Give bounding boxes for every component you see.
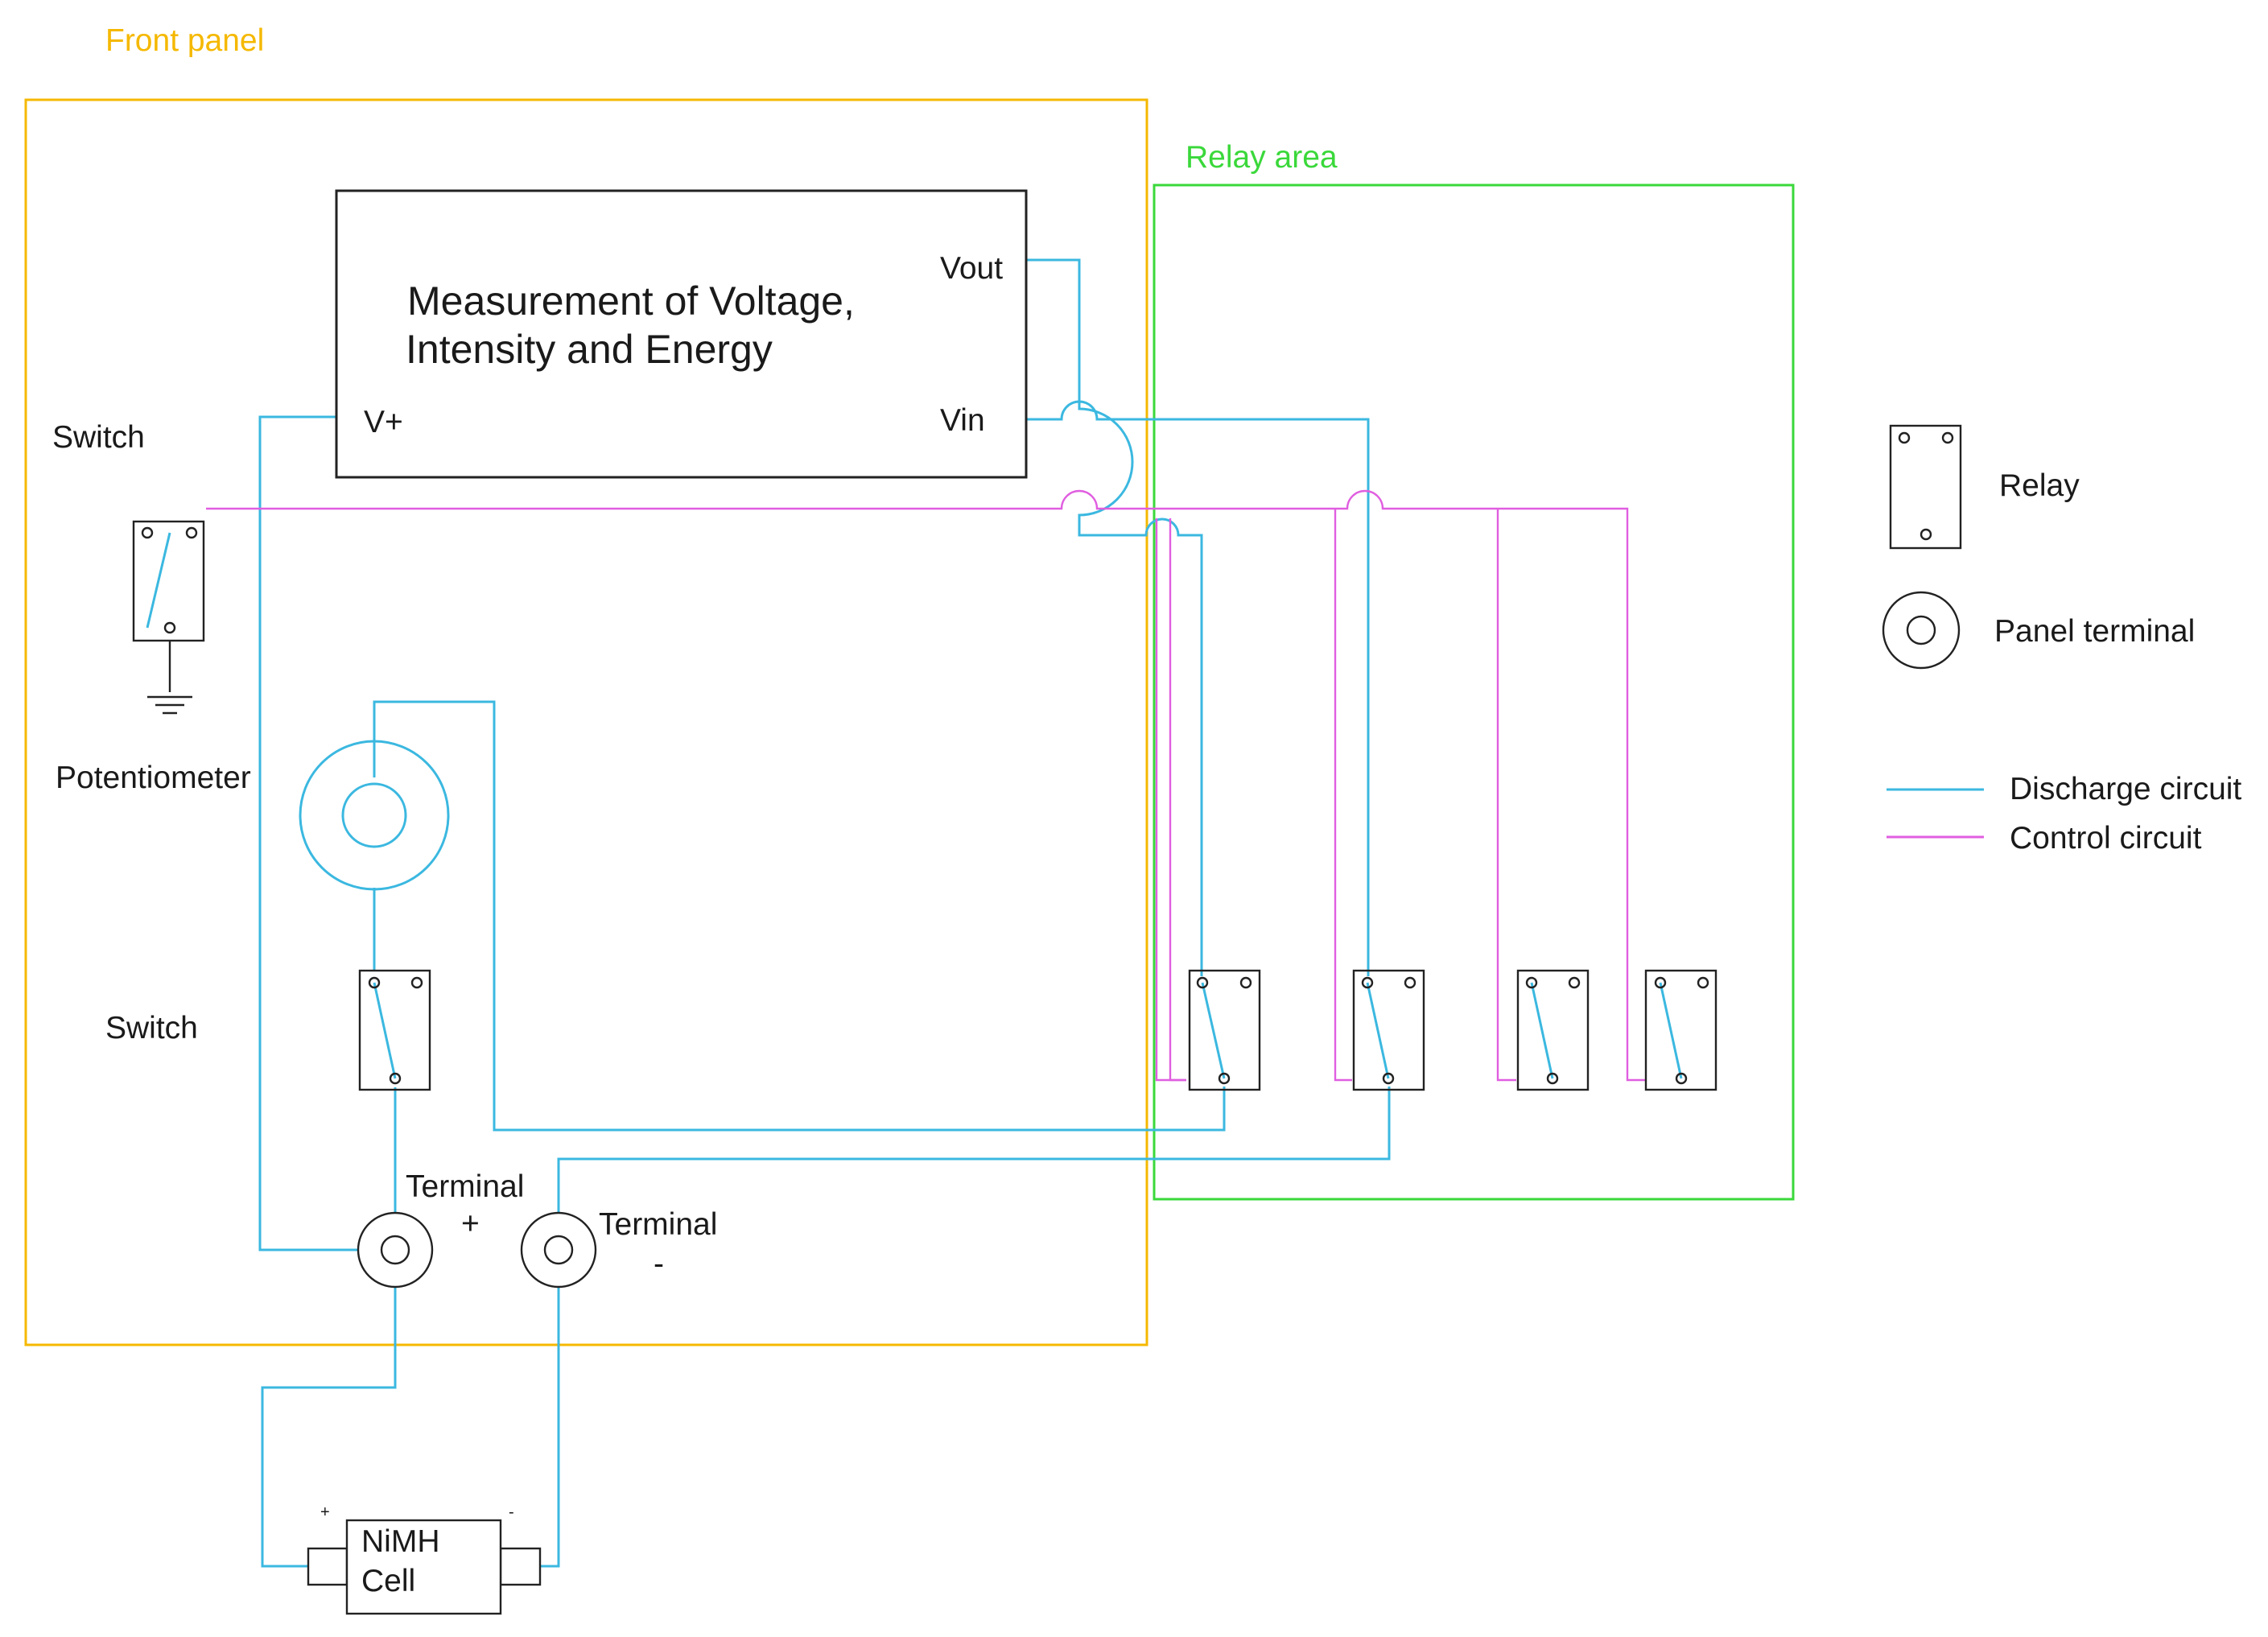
- potentiometer-icon: [299, 740, 450, 891]
- battery-cell-icon: [307, 1519, 542, 1615]
- relay-area-label: Relay area: [1186, 140, 1338, 175]
- cell-plus-sign: +: [320, 1503, 330, 1521]
- cell-label-line1: NiMH: [361, 1524, 439, 1559]
- relay-icon: [1188, 969, 1261, 1091]
- legend: Relay Panel terminal Discharge circuit C…: [1882, 424, 2241, 856]
- terminal-minus-sign: -: [654, 1247, 664, 1281]
- front-panel-frame: [24, 98, 1148, 1346]
- ground-icon: [147, 641, 192, 715]
- terminal-minus-label: Terminal: [599, 1207, 717, 1242]
- panel-terminal-icon: [357, 1211, 434, 1289]
- front-panel-label: Front panel: [105, 23, 264, 58]
- panel-terminal-icon: [520, 1211, 597, 1289]
- relay-icon: [1889, 424, 1962, 550]
- switch-icon: [358, 969, 431, 1091]
- measurement-title-line2: Intensity and Energy: [406, 327, 773, 372]
- cell-label-line2: Cell: [361, 1564, 415, 1598]
- vin-label: Vin: [940, 403, 985, 438]
- measurement-block: [335, 189, 1028, 479]
- legend-relay-label: Relay: [1999, 468, 2080, 503]
- switch-icon: [132, 520, 205, 642]
- control-circuit-wires: [206, 489, 1645, 1082]
- discharge-circuit-wires: [146, 258, 1683, 1568]
- panel-terminal-icon: [1882, 591, 1961, 670]
- legend-discharge-label: Discharge circuit: [2010, 772, 2241, 806]
- relay-area-frame: [1153, 183, 1795, 1201]
- vplus-label: V+: [364, 405, 403, 439]
- relay-icon: [1516, 969, 1590, 1091]
- terminal-plus-sign: +: [461, 1206, 480, 1241]
- switch-top-label: Switch: [52, 420, 145, 455]
- cell-minus-sign: -: [509, 1503, 514, 1521]
- relay-icon: [1644, 969, 1717, 1091]
- potentiometer-label: Potentiometer: [56, 761, 251, 795]
- vout-label: Vout: [940, 251, 1003, 286]
- legend-panel-terminal-label: Panel terminal: [1994, 614, 2195, 649]
- terminal-plus-label: Terminal: [406, 1169, 524, 1204]
- measurement-title-line1: Measurement of Voltage,: [407, 278, 855, 324]
- relay-icon: [1352, 969, 1425, 1091]
- switch-bottom-label: Switch: [105, 1011, 198, 1045]
- legend-control-label: Control circuit: [2010, 821, 2202, 856]
